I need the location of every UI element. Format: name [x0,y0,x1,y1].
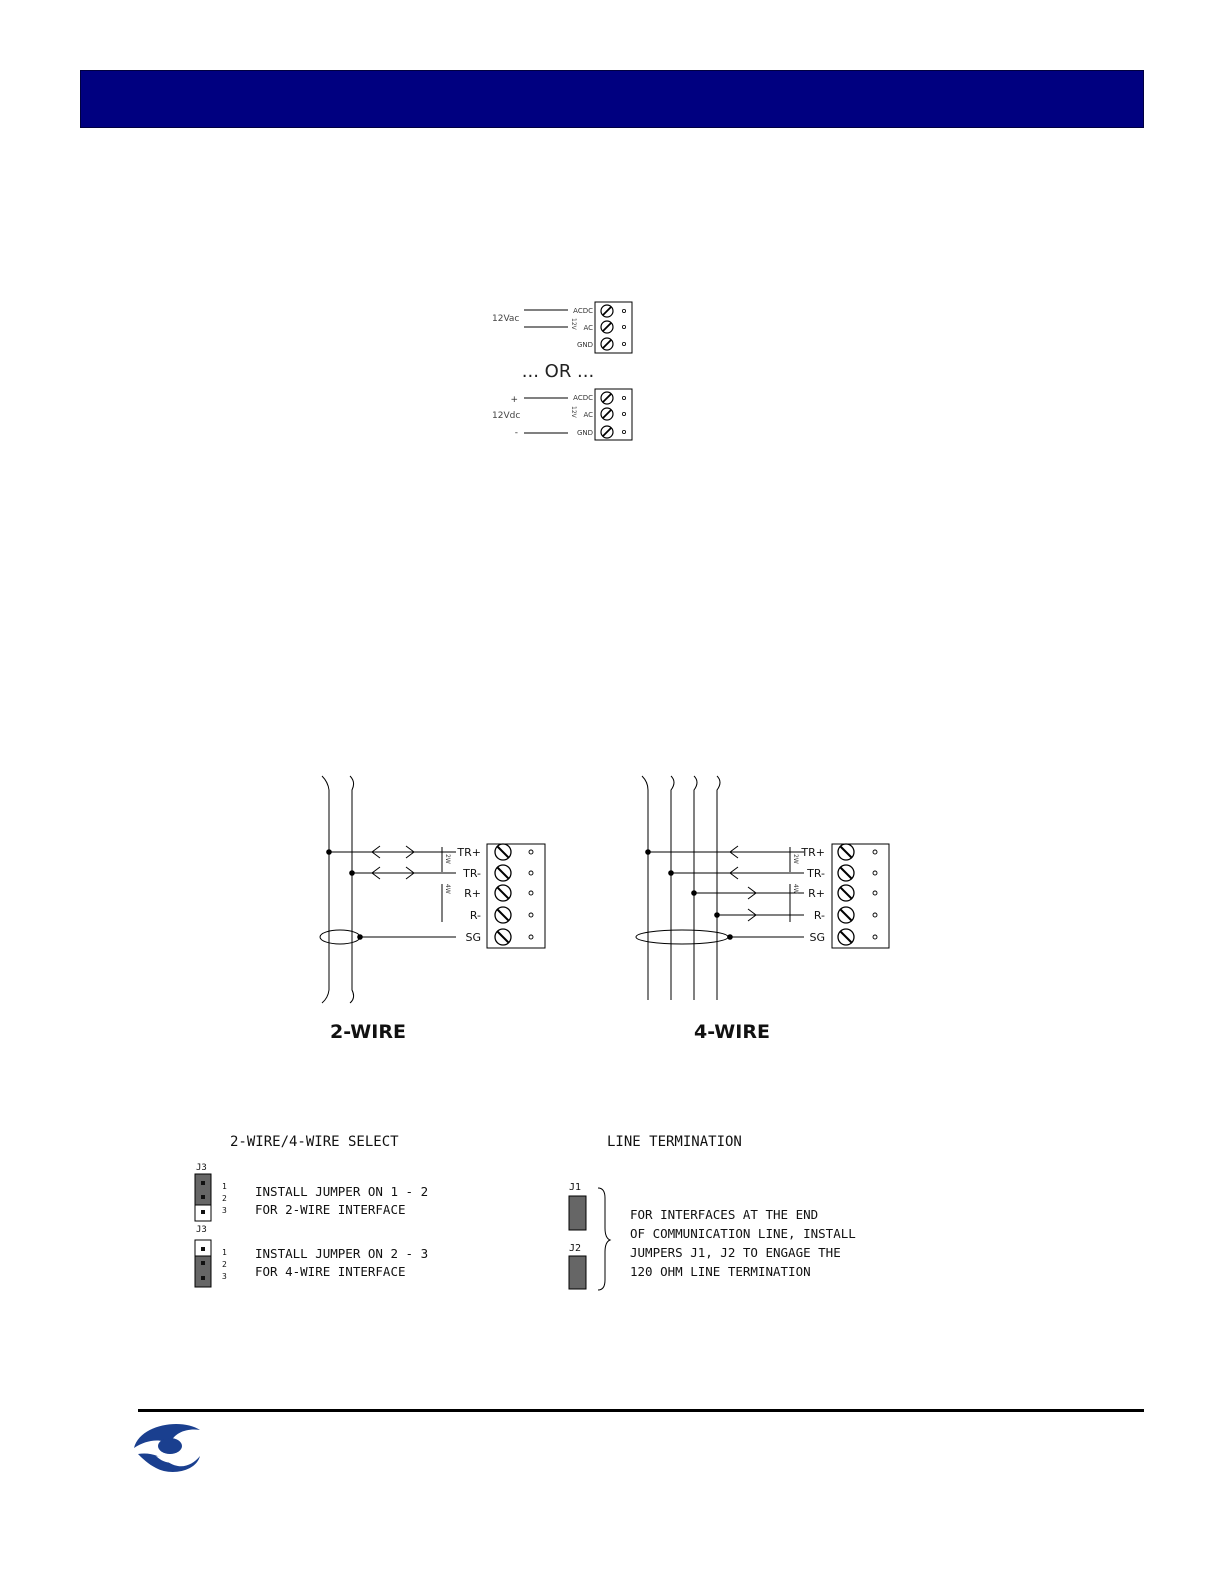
line-termination-diagram: LINE TERMINATION J1 J2 FOR INTERFACES AT… [568,1134,856,1291]
mode-marker: 4W [444,884,451,894]
dc-supply-label: 12Vdc [492,411,520,421]
pin-number: 1 [222,1182,227,1191]
caption-4wire: 4-WIRE [694,1021,770,1043]
terminal-label: SG [809,931,825,944]
pin-number: 3 [222,1272,227,1281]
jumper-j3-option2 [194,1239,212,1288]
jumper-label-j3: J3 [196,1163,207,1173]
jumper-select-diagram: 2-WIRE/4-WIRE SELECT J3 1 2 3 INSTALL JU… [194,1134,428,1288]
terminal-label: R+ [808,887,825,900]
pin-number: 3 [222,1206,227,1215]
voltage-marker: 12V [570,318,577,331]
pin-number: 2 [222,1194,227,1203]
pin-number: 2 [222,1260,227,1269]
jumper-j2 [568,1255,587,1290]
termination-line2: OF COMMUNICATION LINE, INSTALL [630,1226,856,1241]
power-diagram: ACDC AC GND ACDC AC GND 12V 12V 12Vac ..… [492,301,633,441]
brace [597,1187,612,1291]
terminal-label: AC [583,411,593,419]
terminal-label: GND [577,341,593,349]
terminal-label: AC [583,324,593,332]
jumper-label-j3: J3 [196,1225,207,1235]
j2-label: J2 [569,1243,581,1254]
jumper-j3-option1 [194,1173,212,1222]
pin-number: 1 [222,1248,227,1257]
mode-marker: 4W [792,884,799,894]
terminal-label: TR- [462,867,481,880]
option2-line1: INSTALL JUMPER ON 2 - 3 [255,1246,428,1261]
voltage-marker: 12V [570,406,577,419]
termination-line4: 120 OHM LINE TERMINATION [630,1264,811,1279]
line-termination-title: LINE TERMINATION [607,1134,742,1150]
termination-line1: FOR INTERFACES AT THE END [630,1207,818,1222]
ac-supply-label: 12Vac [492,314,519,324]
dc-plus-label: + [510,395,518,405]
terminal-label: ACDC [573,394,593,402]
j1-label: J1 [569,1182,581,1193]
option2-line2: FOR 4-WIRE INTERFACE [255,1264,406,1279]
jumper-select-title: 2-WIRE/4-WIRE SELECT [230,1134,399,1150]
terminal-label: TR+ [456,846,481,859]
caption-2wire: 2-WIRE [330,1021,406,1043]
dc-minus-label: - [515,428,518,438]
four-wire-diagram: TR+ TR- R+ R- SG 2W 4W 4-WIRE [635,775,890,1043]
or-label: ... OR ... [522,361,594,382]
option1-line2: FOR 2-WIRE INTERFACE [255,1202,406,1217]
terminal-label: R- [470,909,481,922]
terminal-label: TR- [806,867,825,880]
mode-marker: 2W [444,854,451,864]
terminal-label: R- [814,909,825,922]
jumper-j1 [568,1195,587,1231]
header-bar [80,70,1144,128]
two-wire-diagram: TR+ TR- R+ R- SG 2W 4W 2-WIRE [319,775,546,1043]
terminal-label: TR+ [800,846,825,859]
mode-marker: 2W [792,854,799,864]
termination-line3: JUMPERS J1, J2 TO ENGAGE THE [630,1245,841,1260]
terminal-label: R+ [464,887,481,900]
terminal-label: ACDC [573,307,593,315]
footer-rule [138,1409,1144,1412]
option1-line1: INSTALL JUMPER ON 1 - 2 [255,1184,428,1199]
company-logo [134,1424,200,1472]
terminal-label: SG [465,931,481,944]
terminal-label: GND [577,429,593,437]
